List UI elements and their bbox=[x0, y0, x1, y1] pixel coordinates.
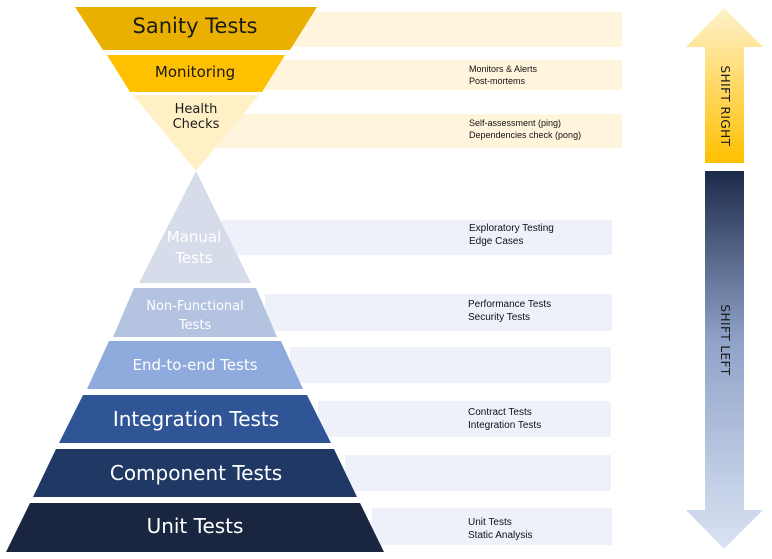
layer-sanity-tests bbox=[75, 7, 317, 50]
label-health-checks-line-2: Checks bbox=[172, 116, 220, 132]
label-end-to-end-tests: End-to-end Tests bbox=[132, 356, 258, 374]
notes-non-functional-tests: Performance Tests Security Tests bbox=[468, 298, 551, 324]
shift-right-arrow bbox=[686, 8, 763, 163]
notes-monitoring: Monitors & Alerts Post-mortems bbox=[469, 63, 537, 87]
note-item: Edge Cases bbox=[469, 236, 524, 247]
band-monitoring bbox=[255, 60, 622, 90]
layer-end-to-end-tests bbox=[87, 341, 303, 389]
layer-manual-tests bbox=[139, 171, 251, 283]
note-item: Monitors & Alerts bbox=[469, 64, 538, 74]
note-item: Dependencies check (pong) bbox=[469, 130, 582, 140]
band-component bbox=[345, 455, 611, 491]
band-integration bbox=[318, 401, 611, 437]
notes-unit-tests: Unit Tests Static Analysis bbox=[468, 516, 532, 542]
band-end-to-end bbox=[290, 347, 611, 383]
label-integration-tests: Integration Tests bbox=[112, 407, 280, 431]
shift-left-arrow bbox=[686, 171, 763, 549]
label-manual-tests: Manual Tests bbox=[134, 227, 254, 269]
note-item: Contract Tests bbox=[468, 407, 532, 418]
layer-component-tests bbox=[33, 449, 357, 497]
notes-manual-tests: Exploratory Testing Edge Cases bbox=[469, 222, 554, 248]
shift-right-label: SHIFT RIGHT bbox=[718, 65, 732, 147]
label-health-checks-line-1: Health bbox=[174, 102, 218, 117]
layer-unit-tests bbox=[6, 503, 384, 552]
label-sanity-tests: Sanity Tests bbox=[132, 14, 258, 38]
band-unit bbox=[372, 508, 612, 545]
band-health bbox=[215, 114, 622, 148]
note-item: Self-assessment (ping) bbox=[469, 118, 562, 128]
note-item: Security Tests bbox=[468, 312, 531, 323]
band-non-functional bbox=[265, 294, 612, 331]
layer-health-checks bbox=[133, 95, 259, 171]
label-component-tests: Component Tests bbox=[109, 461, 283, 485]
label-non-functional-tests: Non-Functional Tests bbox=[115, 297, 275, 335]
label-monitoring: Monitoring bbox=[154, 63, 236, 81]
band-sanity bbox=[270, 12, 622, 47]
shift-left-label: SHIFT LEFT bbox=[718, 304, 732, 376]
label-manual-tests-line-1: Manual bbox=[166, 228, 222, 246]
band-manual bbox=[215, 220, 612, 255]
layer-non-functional-tests bbox=[113, 288, 277, 337]
label-manual-tests-line-2: Tests bbox=[175, 249, 213, 267]
note-item: Post-mortems bbox=[469, 76, 526, 86]
note-item: Static Analysis bbox=[468, 530, 533, 541]
notes-health-checks: Self-assessment (ping) Dependencies chec… bbox=[469, 117, 581, 141]
note-item: Integration Tests bbox=[468, 420, 542, 431]
label-unit-tests: Unit Tests bbox=[146, 514, 244, 538]
layer-integration-tests bbox=[59, 395, 331, 443]
layer-monitoring bbox=[107, 55, 285, 92]
label-non-functional-line-1: Non-Functional bbox=[146, 299, 244, 314]
note-item: Unit Tests bbox=[468, 517, 512, 528]
notes-integration-tests: Contract Tests Integration Tests bbox=[468, 406, 541, 432]
note-item: Performance Tests bbox=[468, 299, 552, 310]
note-item: Exploratory Testing bbox=[469, 223, 554, 234]
label-non-functional-line-2: Tests bbox=[178, 318, 212, 333]
label-health-checks: Health Checks bbox=[136, 102, 256, 133]
